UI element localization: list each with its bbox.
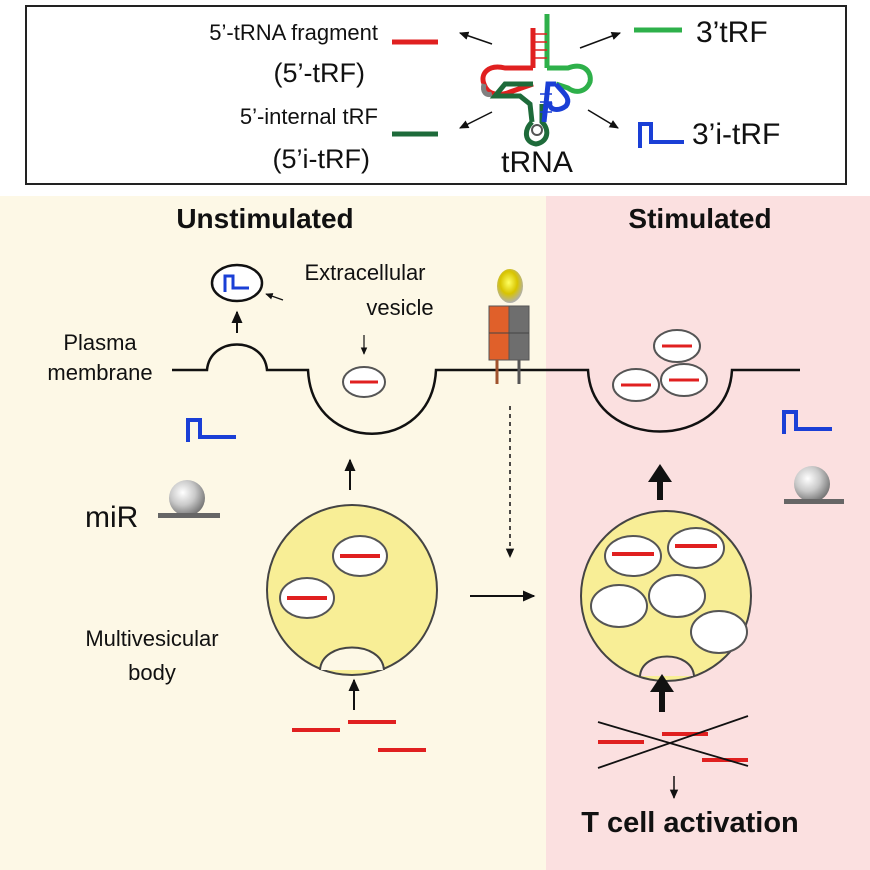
plasma-membrane-label-line1: Plasma (63, 330, 137, 355)
3i-trf-glyph (638, 122, 684, 148)
multivesicular-body-unstimulated (266, 504, 438, 676)
secreted-vesicles-stimulated (612, 329, 708, 402)
receptor-icon (488, 269, 530, 384)
multivesicular-body-stimulated (580, 510, 752, 682)
arrow-icon (459, 111, 493, 129)
five-trf-label: 5’-tRNA fragment (209, 20, 378, 45)
arrow-icon (587, 109, 619, 129)
3i-trf-glyph (223, 274, 249, 292)
plasma-membrane-label-line2: membrane (47, 360, 152, 385)
five-itrf-abbr: (5’i-tRF) (273, 144, 370, 174)
vesicle-3i-trf (210, 263, 264, 303)
mvb-label-line2: body (128, 660, 176, 685)
arrow-icon (459, 31, 493, 45)
t-cell-activation-label: T cell activation (581, 807, 799, 839)
mir-sphere-icon (158, 480, 220, 518)
blocked-5-trf-fragments-stimulated (597, 715, 749, 769)
mvb-label-line1: Multivesicular (85, 626, 218, 651)
extracellular-vesicle-label-line2: vesicle (366, 295, 433, 320)
three-trf-label: 3’tRF (696, 16, 768, 49)
unstimulated-title: Unstimulated (176, 203, 353, 234)
3i-trf-glyph (186, 418, 236, 442)
mir-label: miR (85, 501, 138, 534)
five-itrf-label: 5’-internal tRF (240, 104, 378, 129)
bold-arrow-icon (650, 674, 674, 712)
extracellular-vesicle-label-line1: Extracellular (304, 260, 425, 285)
mir-sphere-icon (784, 466, 844, 504)
bold-arrow-icon (648, 464, 672, 500)
stimulated-title: Stimulated (628, 203, 771, 234)
free-5-trf-fragments-unstimulated (292, 720, 426, 752)
trna-label: tRNA (501, 146, 573, 179)
five-trf-abbr: (5’-tRF) (274, 58, 365, 88)
unstimulated-panel (0, 196, 546, 870)
three-itrf-label: 3’i-tRF (692, 118, 780, 151)
3i-trf-glyph (782, 410, 832, 434)
trna-cloverleaf-icon (480, 14, 593, 147)
plasma-membrane (172, 343, 800, 435)
arrow-icon (265, 293, 284, 301)
arrow-icon (579, 32, 621, 49)
legend-box: 5’-tRNA fragment (5’-tRF) 5’-internal tR… (25, 5, 847, 185)
